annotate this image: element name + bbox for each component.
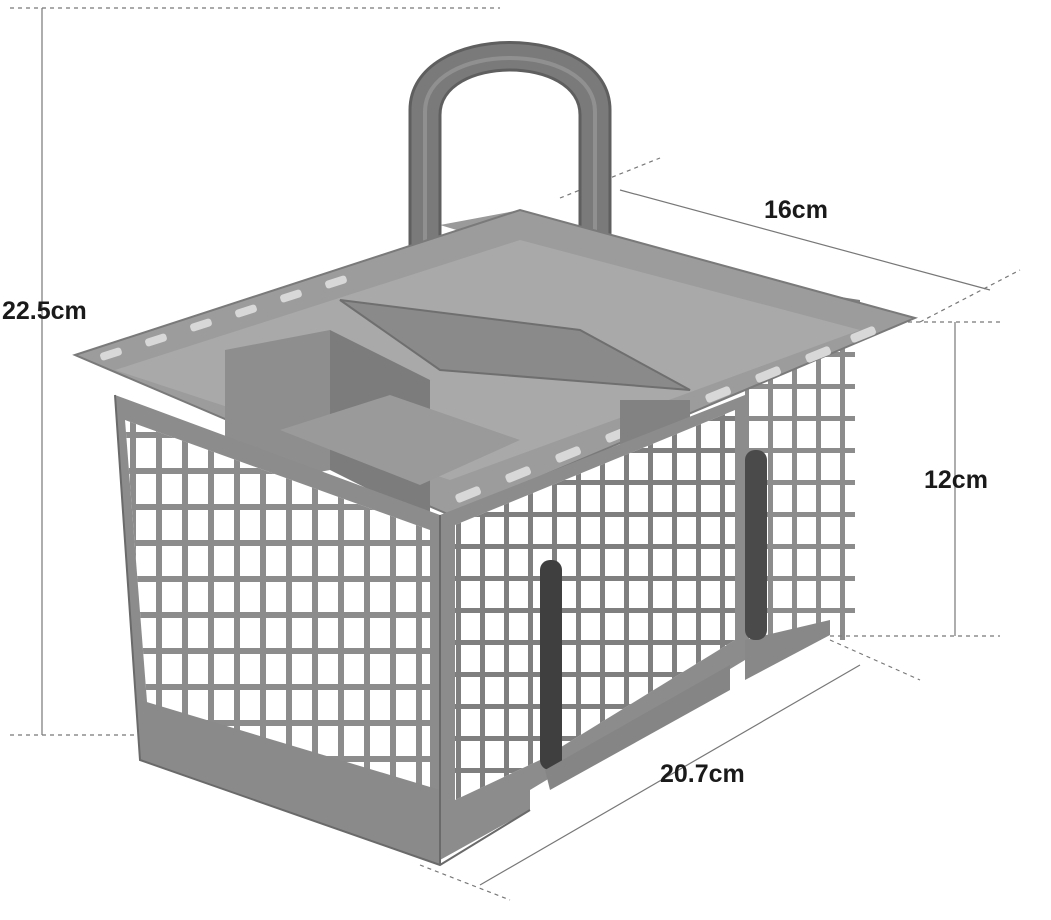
height-basket-label: 12cm bbox=[924, 466, 988, 494]
depth-line bbox=[619, 189, 991, 291]
width-line bbox=[479, 664, 861, 886]
basket-outline bbox=[114, 394, 531, 867]
basket-front-right-face bbox=[440, 395, 767, 860]
width-label: 20.7cm bbox=[660, 760, 745, 788]
dimension-lines bbox=[10, 7, 1021, 901]
height-total-label: 22.5cm bbox=[2, 297, 87, 325]
depth-label: 16cm bbox=[764, 196, 828, 224]
basket-front-left-face bbox=[115, 395, 440, 865]
